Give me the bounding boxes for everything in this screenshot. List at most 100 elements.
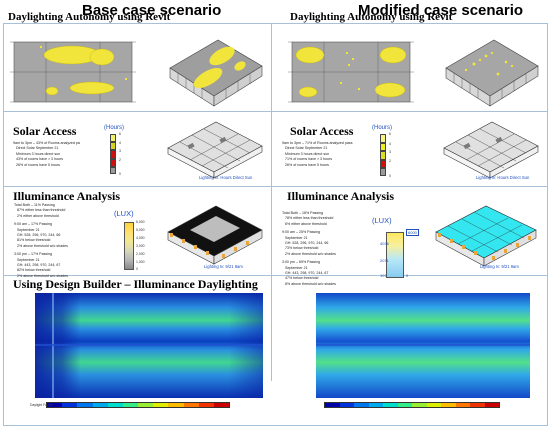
legend-label: 2 [389, 159, 391, 163]
modified-illuminance-caption: Lighting Iv: 9/21 9am [480, 264, 519, 269]
base-illum-line: 2% above threshold w/o shades [17, 243, 68, 248]
modified-solar-notes: 9am to 3pm – 71% of Rooms analyzed pass … [282, 141, 353, 168]
mod-illum-line: GH: 528, 296, 970, 244, 66 [285, 241, 329, 246]
scale-value: 0 [406, 273, 409, 278]
figure-frame [3, 23, 548, 426]
db-legend-title: Daylight Factor [30, 403, 53, 407]
db-swatch [368, 403, 383, 407]
modified-illuminance-unit: (LUX) [372, 216, 392, 225]
base-illum-line: 9:00 am – 17% Passing [14, 222, 52, 227]
db-swatch [122, 403, 139, 407]
base-illum-line: 87% either less than threshold [17, 208, 66, 213]
db-swatch [426, 403, 441, 407]
modified-illuminance-3d [435, 205, 537, 267]
legend-swatch [380, 134, 386, 143]
base-daylighting-title: Daylighting Autonomy using Revit [8, 11, 171, 23]
legend-label: 3,000 [136, 244, 145, 248]
base-design-builder-map [35, 293, 263, 398]
db-swatch [62, 403, 78, 407]
db-swatch [484, 403, 499, 407]
base-solar-caption: Lighting Iv: Hours Direct Sun [199, 175, 253, 180]
db-swatch [354, 403, 369, 407]
legend-label: 6 [119, 132, 121, 136]
modified-solar-title: Solar Access [290, 124, 354, 138]
legend-swatch [380, 143, 386, 151]
db-swatch [198, 403, 214, 407]
legend-label: 0 [119, 172, 121, 176]
mod-illum-line: 2% above threshold w/o shades [285, 251, 336, 256]
modified-solar-line: 9am to 3pm – 71% of Rooms analyzed pass [282, 141, 353, 145]
base-illum-line: September 21 [17, 227, 40, 232]
legend-label: 2,000 [136, 252, 145, 256]
legend-label: 1,000 [136, 260, 145, 264]
legend-label: 3 [119, 149, 121, 153]
mod-illum-line: 47% below threshold [285, 276, 319, 281]
legend-label: 0 [389, 174, 391, 178]
base-illum-line: GH: 443, 298, 970, 244, 67 [17, 263, 61, 268]
db-swatch [455, 403, 470, 407]
base-illuminance-unit: (LUX) [114, 209, 134, 218]
legend-label: 0 [136, 267, 138, 271]
modified-illuminance-notes: Total Both – 16% Passing 78% either less… [282, 211, 336, 287]
legend-label: 5,000 [136, 228, 145, 232]
base-solar-line: 26% of rooms have 5 hours [16, 162, 60, 167]
base-illum-line: 2% above threshold w/o shades [17, 273, 68, 278]
base-design-builder-legend [46, 402, 230, 408]
modified-daylighting-plan [288, 41, 414, 103]
base-illuminance-3d [167, 205, 263, 265]
db-swatch [470, 403, 485, 407]
modified-daylighting-3d [445, 39, 539, 107]
db-swatch [138, 403, 154, 407]
base-solar-unit: (Hours) [104, 125, 125, 131]
db-swatch [412, 403, 427, 407]
row-divider-1 [3, 111, 548, 112]
legend-label: 3 [389, 150, 391, 154]
db-swatch [441, 403, 456, 407]
modified-solar-unit: (Hours) [372, 125, 393, 131]
mod-illum-line: September 21 [285, 235, 308, 240]
modified-solar-caption: Lighting Iv: Hours Direct Sun [476, 175, 530, 180]
base-solar-line: Minimum 3 hours direct sun [16, 151, 61, 156]
db-swatch [92, 403, 108, 407]
modified-solar-line: 71% of rooms have > 3 hours [285, 157, 333, 162]
legend-swatch [110, 150, 116, 159]
legend-swatch [380, 168, 386, 176]
base-illuminance-colorbar [124, 222, 134, 270]
base-illum-line: GH: 528, 296, 970, 244, 66 [17, 233, 61, 238]
modified-illuminance-title: Illuminance Analysis [287, 189, 395, 203]
modified-design-builder-legend [324, 402, 500, 408]
modified-case-header: Modified case scenario [358, 2, 524, 19]
db-swatch [77, 403, 93, 407]
base-illuminance-caption: Lighting Iv: 9/21 9am [204, 264, 243, 269]
modified-solar-legend: 6 4 3 2 0 [380, 132, 400, 178]
base-solar-title: Solar Access [13, 124, 77, 138]
mod-illum-line: GH: 443, 298, 970, 244, 67 [285, 271, 329, 276]
modified-illuminance-colorbar [386, 232, 404, 278]
base-illum-line: September 21 [17, 257, 40, 262]
modified-solar-3d [443, 121, 539, 179]
modified-solar-line: Direct Solar September 21 [285, 146, 328, 151]
base-illuminance-labels: 6,000 5,000 4,000 3,000 2,000 1,000 0 [136, 220, 160, 272]
legend-label: 4 [389, 142, 391, 146]
mod-illum-line: 9:00 am – 25% Passing [282, 230, 320, 235]
modified-daylighting-title: Daylighting Autonomy using Revit [290, 11, 453, 23]
row-divider-3 [3, 275, 548, 276]
base-illum-line: 3:00 pm – 17% Passing [14, 252, 52, 257]
scale-value: 6000 [406, 229, 419, 236]
legend-swatch [380, 160, 386, 168]
row-divider-2 [3, 186, 548, 187]
modified-solar-line: 26% of rooms have 5 hours [285, 162, 329, 167]
legend-label: 4 [119, 141, 121, 145]
db-swatch [325, 403, 340, 407]
legend-swatch [110, 134, 116, 142]
base-solar-line: 43% of rooms have > 3 hours [16, 157, 64, 162]
db-swatch [153, 403, 169, 407]
design-builder-title: Using Design Builder – Illuminance Dayli… [13, 277, 258, 291]
mod-illum-line: 3:00 pm – 69% Passing [282, 260, 320, 265]
base-illuminance-title: Illuminance Analysis [13, 189, 121, 203]
db-swatch [47, 403, 63, 407]
db-swatch [107, 403, 123, 407]
modified-design-builder-map [316, 293, 530, 398]
legend-label: 4,000 [136, 236, 145, 240]
base-daylighting-3d [169, 39, 263, 107]
